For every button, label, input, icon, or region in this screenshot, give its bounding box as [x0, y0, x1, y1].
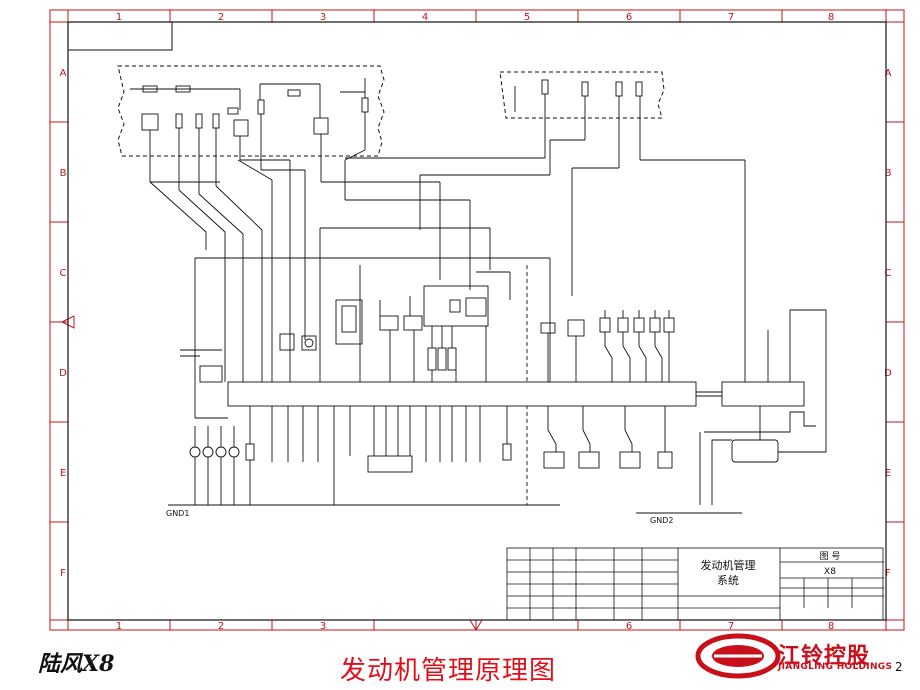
svg-text:F: F: [885, 568, 891, 579]
svg-text:E: E: [885, 468, 891, 479]
col-label: 3: [320, 12, 326, 23]
outer-frame: [49, 9, 905, 631]
svg-text:A: A: [885, 68, 892, 79]
col-label: 2: [218, 621, 224, 632]
svg-text:B: B: [60, 168, 67, 179]
col-label: 7: [728, 621, 734, 632]
col-label: 8: [828, 621, 834, 632]
company-name-cn: 江铃控股: [778, 644, 871, 669]
system-title-line2: 系统: [717, 574, 739, 587]
col-label: 3: [320, 621, 326, 632]
svg-text:F: F: [60, 568, 66, 579]
col-label: 6: [626, 621, 632, 632]
svg-text:E: E: [60, 468, 66, 479]
drawing-no-label: 图 号: [820, 551, 841, 562]
col-label: 7: [728, 12, 734, 23]
drawing-no-value: X8: [824, 567, 836, 577]
col-label: 6: [626, 12, 632, 23]
svg-text:D: D: [884, 368, 892, 379]
svg-text:A: A: [60, 68, 67, 79]
column-ticks: [50, 10, 904, 630]
col-label: 2: [218, 12, 224, 23]
col-label: 8: [828, 12, 834, 23]
svg-text:D: D: [59, 368, 67, 379]
company-name-en: JIANGLING HOLDINGS: [778, 662, 893, 672]
ground-label-gnd1: GND1: [166, 509, 189, 518]
svg-text:C: C: [60, 268, 67, 279]
corner-box: [68, 22, 173, 51]
model-name: 陆风X8: [38, 651, 115, 677]
row-labels: A B C D E F A B C D E F: [59, 68, 892, 579]
col-label: 1: [116, 621, 122, 632]
drawing-border: [67, 21, 887, 621]
fuse-box-region-left: [117, 65, 385, 157]
col-label: 1: [116, 12, 122, 23]
svg-text:B: B: [885, 168, 892, 179]
svg-text:C: C: [885, 268, 892, 279]
row-ticks: [50, 121, 904, 523]
fuse-box-region-right: [499, 71, 665, 119]
ground-label-gnd2: GND2: [650, 516, 673, 525]
page-title: 发动机管理原理图: [340, 656, 557, 686]
system-title-line1: 发动机管理: [701, 558, 756, 572]
page-number: 2: [895, 660, 903, 674]
col-label: 5: [524, 12, 530, 23]
jiangling-logo-icon: [695, 633, 781, 679]
wiring: [130, 78, 827, 514]
column-labels: 1 2 3 4 5 6 7 8 1 2 3 6 7 8: [116, 12, 834, 632]
col-label: 4: [422, 12, 428, 23]
title-block: [506, 547, 884, 621]
